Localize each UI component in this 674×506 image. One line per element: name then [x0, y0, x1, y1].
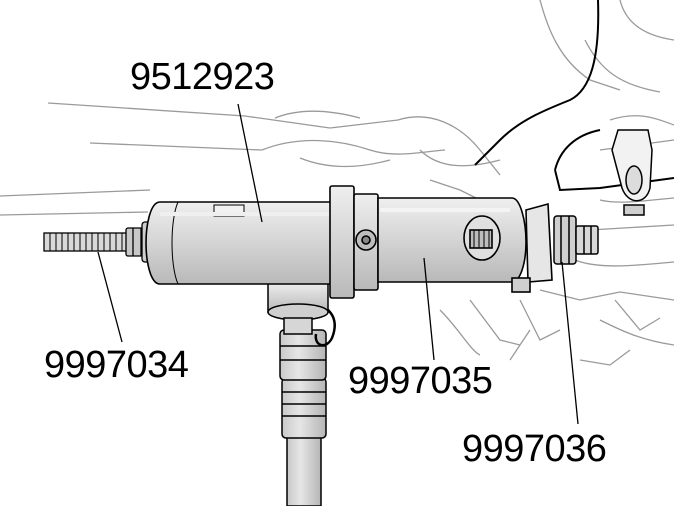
threaded-rod [43, 221, 159, 263]
leader-9997036 [561, 261, 579, 425]
adapter [553, 215, 599, 265]
part-label-9512923: 9512923 [130, 56, 275, 98]
leader-9997034 [97, 251, 123, 343]
leader-9512923 [237, 103, 263, 223]
part-label-9997035: 9997035 [348, 360, 493, 402]
leader-lines [97, 103, 579, 425]
leader-9997035 [423, 257, 435, 361]
ball-joint-bracket [611, 129, 653, 216]
cylinder-body [145, 201, 333, 285]
part-label-9997034: 9997034 [44, 344, 189, 386]
part-label-9997036: 9997036 [462, 428, 607, 470]
hydraulic-hose [279, 298, 336, 506]
vehicle-background [0, 0, 674, 366]
cylinder-outlet [267, 281, 329, 335]
press-sleeve [377, 197, 527, 283]
hub-arm [511, 202, 553, 293]
cylinder-collar [329, 185, 379, 299]
